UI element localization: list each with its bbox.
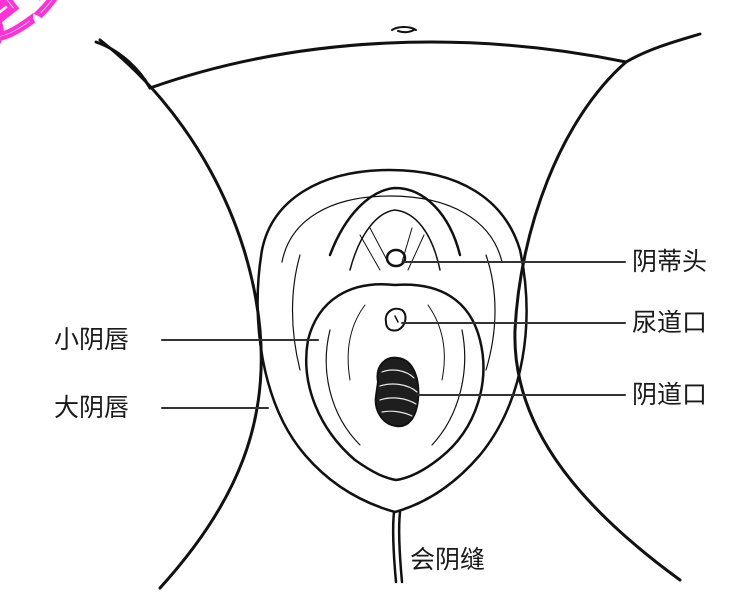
clitoral-hood <box>328 186 462 271</box>
vaginal-opening-shape <box>374 356 420 428</box>
leader-lines <box>161 261 626 409</box>
label-vaginal-opening: 阴道口 <box>632 380 708 409</box>
label-labia-majora: 大阴唇 <box>54 393 130 422</box>
thigh-outlines <box>94 32 702 590</box>
perineal-raphe-line <box>391 510 404 584</box>
label-labia-minora: 小阴唇 <box>54 325 130 354</box>
label-perineal-raphe: 会阴缝 <box>410 545 486 574</box>
labia-minora-outline <box>305 283 485 482</box>
clitoris-glans <box>385 248 407 268</box>
navel-mark <box>391 26 417 34</box>
label-urethral-opening: 尿道口 <box>632 308 708 337</box>
urethral-opening-shape <box>384 307 407 332</box>
label-clitoris: 阴蒂头 <box>632 247 708 276</box>
labia-majora-outline <box>256 168 528 514</box>
